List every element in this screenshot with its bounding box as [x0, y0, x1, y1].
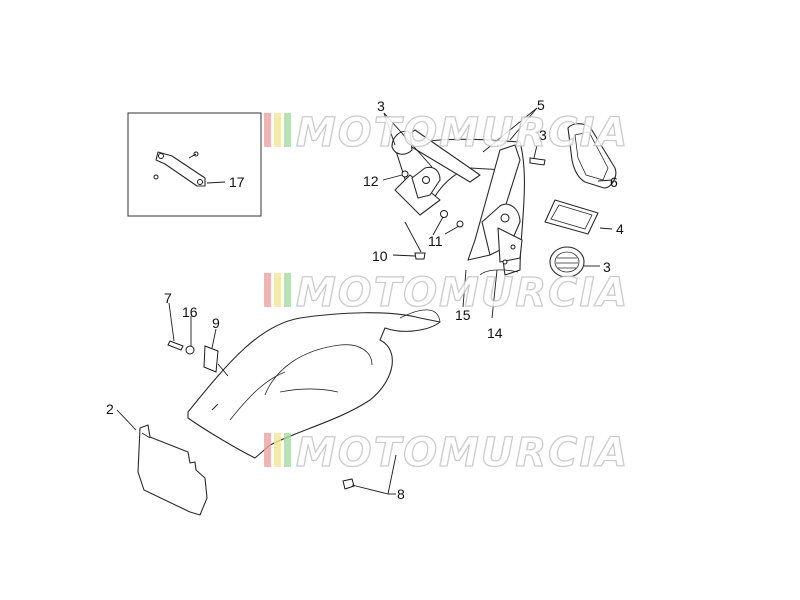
watermark-stripe	[284, 273, 291, 307]
callout-labels: 2 3 5 3 6 4 3 12 11 10 15 14 7 16 9 17 8	[106, 97, 624, 502]
inset-box	[127, 112, 262, 217]
callout-11: 11	[428, 233, 443, 249]
callout-3-lens: 3	[603, 259, 611, 275]
watermark-middle: MOTOMURCIA	[264, 269, 629, 317]
watermark-stripe	[274, 433, 281, 467]
plate-support	[567, 123, 617, 189]
callout-7: 7	[164, 290, 172, 306]
hardware-misc	[116, 107, 613, 431]
watermark-stripe	[274, 273, 281, 307]
watermark-text: MOTOMURCIA	[296, 430, 629, 476]
mudguard	[187, 309, 441, 459]
license-plate	[137, 424, 208, 516]
callout-16: 16	[182, 304, 198, 320]
callout-2: 2	[106, 401, 114, 417]
callout-3-right: 3	[539, 127, 547, 143]
callout-3-top: 3	[377, 98, 385, 114]
callout-17: 17	[229, 174, 245, 190]
watermark-stripe	[264, 433, 271, 467]
watermark-top: MOTOMURCIA	[264, 109, 629, 157]
hardware-7-16-9	[167, 302, 229, 377]
callout-4: 4	[616, 221, 624, 237]
callout-15: 15	[455, 307, 471, 323]
watermark-bottom: MOTOMURCIA	[264, 429, 629, 477]
callout-14: 14	[487, 325, 503, 341]
tail-frame	[391, 129, 525, 276]
watermark-stripe	[264, 113, 271, 147]
watermark-stripe	[284, 113, 291, 147]
callout-12: 12	[363, 173, 379, 189]
watermark-text: MOTOMURCIA	[296, 270, 629, 316]
callout-6: 6	[610, 174, 618, 190]
callout-9: 9	[212, 315, 220, 331]
watermark-stripe	[274, 113, 281, 147]
watermark-stripe	[284, 433, 291, 467]
callout-10: 10	[372, 248, 388, 264]
callout-8: 8	[397, 486, 405, 502]
callout-5: 5	[537, 97, 545, 113]
watermark-text: MOTOMURCIA	[296, 110, 629, 156]
watermark-stripe	[264, 273, 271, 307]
tail-light-group	[544, 199, 599, 278]
hardware-8	[342, 454, 397, 495]
